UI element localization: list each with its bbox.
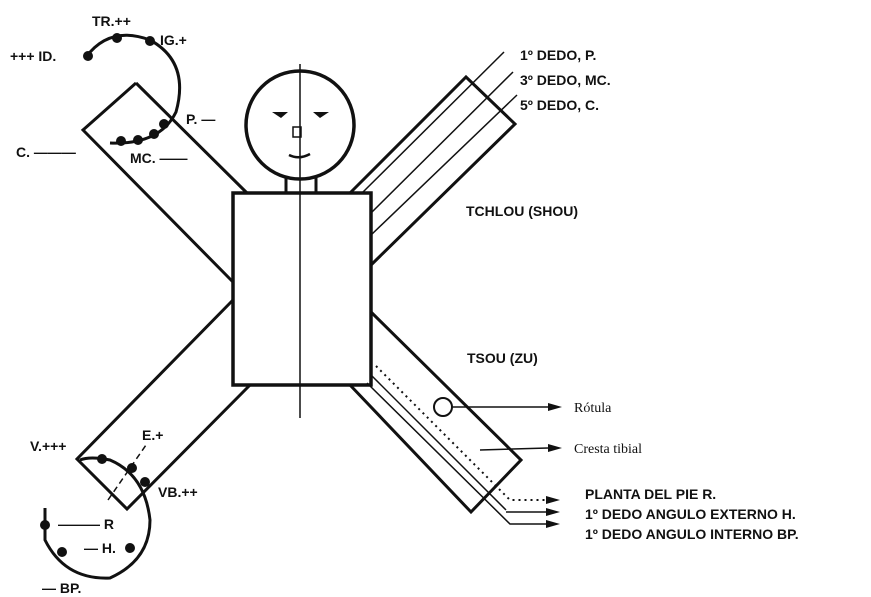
- lower-left-leg: [77, 300, 250, 509]
- label-r: ——— R: [58, 516, 114, 532]
- label-interno: 1º DEDO ANGULO INTERNO BP.: [585, 526, 799, 542]
- label-c: C. ———: [16, 144, 76, 160]
- label-externo: 1º DEDO ANGULO EXTERNO H.: [585, 506, 796, 522]
- plantar-dotted-line: [376, 366, 546, 500]
- label-tr: TR.++: [92, 13, 131, 29]
- lower-meridian-arc: [40, 445, 150, 578]
- label-vb: VB.++: [158, 484, 198, 500]
- label-id: +++ ID.: [10, 48, 56, 64]
- label-cresta: Cresta tibial: [574, 442, 642, 457]
- point-tr: [112, 33, 122, 43]
- label-planta: PLANTA DEL PIE R.: [585, 486, 716, 502]
- point-r: [40, 520, 50, 530]
- label-dedo1: 1º DEDO, P.: [520, 47, 596, 63]
- point-id: [83, 51, 93, 61]
- torso: [233, 193, 371, 385]
- label-ig: IG.+: [160, 32, 187, 48]
- point-ig: [145, 36, 155, 46]
- label-e: E.+: [142, 427, 163, 443]
- label-h: — H.: [84, 540, 116, 556]
- label-v: V.+++: [30, 438, 66, 454]
- label-dedo3: 3º DEDO, MC.: [520, 72, 611, 88]
- upper-meridian-arc: [83, 33, 180, 146]
- point-c: [116, 136, 126, 146]
- point-p: [159, 119, 169, 129]
- rotula-marker: [434, 398, 452, 416]
- point-h: [125, 543, 135, 553]
- upper-right-arm: [350, 52, 517, 265]
- point-bp: [57, 547, 67, 557]
- lower-right-leg: [350, 312, 562, 528]
- label-mc: MC. ——: [130, 150, 188, 166]
- point-v: [97, 454, 107, 464]
- point-vb: [140, 477, 150, 487]
- label-p: P. —: [186, 111, 215, 127]
- label-tsou: TSOU (ZU): [467, 350, 538, 366]
- point-mc2: [133, 135, 143, 145]
- left-eye: [272, 112, 288, 118]
- upper-left-arm: [83, 83, 247, 282]
- right-eye: [313, 112, 329, 118]
- label-dedo5: 5º DEDO, C.: [520, 97, 599, 113]
- label-bp: — BP.: [42, 580, 81, 596]
- label-rotula: Rótula: [574, 401, 612, 416]
- point-mc1: [149, 129, 159, 139]
- label-tchlou: TCHLOU (SHOU): [466, 203, 578, 219]
